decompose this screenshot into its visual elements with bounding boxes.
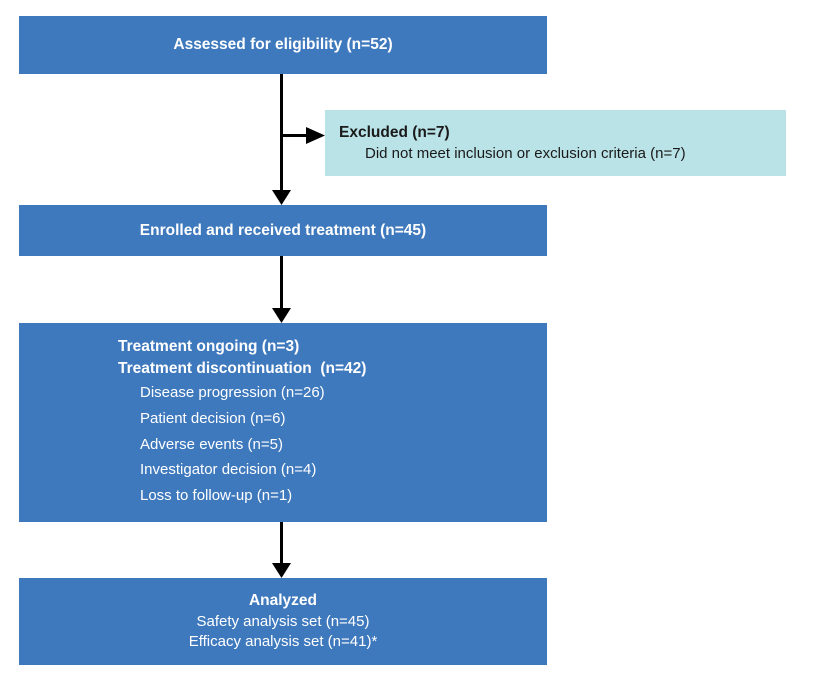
node-excluded: Excluded (n=7) Did not meet inclusion or… <box>325 110 786 176</box>
treatment-discontinuation-heading: Treatment discontinuation (n=42) <box>118 360 367 377</box>
connector-treatment-to-analyzed <box>272 522 291 578</box>
discontinuation-reason-item: Adverse events (n=5) <box>140 435 283 453</box>
connector-assessed-to-enrolled <box>272 74 291 205</box>
analyzed-efficacy-set: Efficacy analysis set (n=41)* <box>188 633 378 651</box>
discontinuation-reason-item: Patient decision (n=6) <box>140 409 286 427</box>
node-enrolled-and-received-treatment: Enrolled and received treatment (n=45) <box>19 205 547 256</box>
node-treatment-status: Treatment ongoing (n=3) Treatment discon… <box>19 323 547 522</box>
excluded-reason: Did not meet inclusion or exclusion crit… <box>365 145 686 163</box>
node-assessed-for-eligibility: Assessed for eligibility (n=52) <box>19 16 547 74</box>
enrolled-title: Enrolled and received treatment (n=45) <box>139 221 427 239</box>
assessed-title: Assessed for eligibility (n=52) <box>173 36 393 54</box>
node-analyzed: Analyzed Safety analysis set (n=45) Effi… <box>19 578 547 665</box>
excluded-title: Excluded (n=7) <box>339 123 450 141</box>
connector-assessed-to-excluded <box>281 127 325 144</box>
treatment-ongoing-heading: Treatment ongoing (n=3) <box>118 338 300 355</box>
analyzed-title: Analyzed <box>248 592 318 610</box>
analyzed-safety-set: Safety analysis set (n=45) <box>196 612 370 630</box>
connector-enrolled-to-treatment <box>272 256 291 323</box>
discontinuation-reason-item: Loss to follow-up (n=1) <box>140 487 293 505</box>
discontinuation-reason-item: Investigator decision (n=4) <box>140 461 317 479</box>
discontinuation-reason-item: Disease progression (n=26) <box>140 384 325 401</box>
